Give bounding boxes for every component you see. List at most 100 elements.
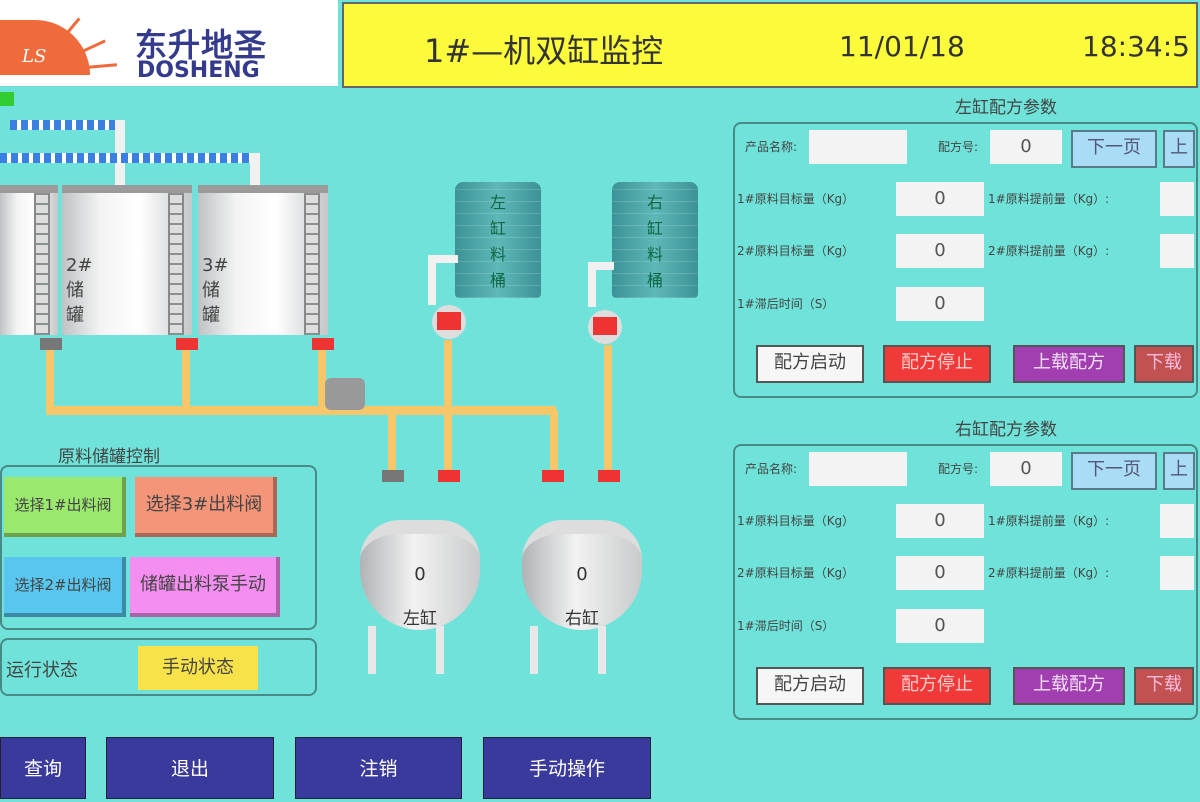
advance2-label: 2#原料提前量（Kg）:	[988, 566, 1110, 580]
reactor-valve[interactable]	[542, 470, 564, 482]
nav-exit-button[interactable]: 退出	[106, 737, 274, 799]
select-valve-1-button[interactable]: 选择1#出料阀	[4, 477, 126, 537]
date-display: 11/01/18	[839, 30, 965, 63]
outlet-valve-2[interactable]	[176, 338, 198, 350]
run-status-label: 运行状态	[6, 660, 78, 681]
next-page-button[interactable]: 下一页	[1071, 130, 1157, 168]
advance2-label: 2#原料提前量（Kg）:	[988, 244, 1110, 258]
recipe-panel-title: 右缸配方参数	[955, 420, 1057, 440]
nav-query-button[interactable]: 查询	[0, 737, 86, 799]
target2-input[interactable]: 0	[896, 234, 984, 268]
reactor-leg	[368, 626, 376, 674]
brand-chinese: 东升地圣	[135, 26, 268, 64]
advance1-input[interactable]	[1160, 182, 1194, 216]
reactor-valve[interactable]	[598, 470, 620, 482]
product-name-input[interactable]	[809, 130, 907, 164]
target2-label: 2#原料目标量（Kg）	[737, 244, 855, 258]
advance2-input[interactable]	[1160, 556, 1194, 590]
delay-label: 1#滞后时间（S）	[737, 619, 835, 633]
recipe-no-input[interactable]: 0	[990, 452, 1062, 486]
nav-logout-button[interactable]: 注销	[295, 737, 462, 799]
pipe	[428, 255, 436, 305]
inlet-valve-icon	[0, 92, 14, 106]
water-pipe	[10, 120, 115, 130]
feed-pipe	[46, 350, 54, 412]
run-status-value: 手动状态	[138, 646, 258, 690]
recipe-panel-title: 左缸配方参数	[955, 98, 1057, 118]
reactor-valve[interactable]	[438, 470, 460, 482]
target2-label: 2#原料目标量（Kg）	[737, 566, 855, 580]
left-silo: 左缸料桶	[455, 182, 541, 298]
outlet-valve-3[interactable]	[312, 338, 334, 350]
recipe-start-button[interactable]: 配方启动	[756, 667, 864, 705]
feed-pipe	[388, 410, 396, 475]
nav-manual-operation-button[interactable]: 手动操作	[483, 737, 651, 799]
advance2-input[interactable]	[1160, 234, 1194, 268]
reactor-leg	[530, 626, 538, 674]
silo-label: 右缸料桶	[646, 193, 663, 290]
ray-icon	[84, 63, 118, 69]
feed-pipe	[182, 350, 190, 412]
reactor-leg	[598, 626, 606, 674]
pipe	[588, 262, 596, 307]
target2-input[interactable]: 0	[896, 556, 984, 590]
recipe-no-label: 配方号:	[938, 462, 979, 476]
delay-input[interactable]: 0	[896, 609, 984, 643]
run-status-panel	[0, 638, 317, 696]
pipe	[428, 255, 458, 263]
feed-pipe	[604, 345, 612, 475]
storage-pump-manual-button[interactable]: 储罐出料泵手动	[130, 557, 280, 617]
storage-tank-1	[0, 185, 58, 335]
tank-label: 2#储罐	[66, 255, 93, 326]
storage-tank-3: 3#储罐	[198, 185, 328, 335]
reactor-name: 左缸	[403, 609, 437, 629]
recipe-stop-button[interactable]: 配方停止	[883, 345, 991, 383]
feed-pipe	[46, 406, 556, 415]
target1-input[interactable]: 0	[896, 504, 984, 538]
advance1-input[interactable]	[1160, 504, 1194, 538]
right-silo-pump-icon[interactable]	[588, 310, 622, 344]
next-page-button[interactable]: 下一页	[1071, 452, 1157, 490]
product-name-input[interactable]	[809, 452, 907, 486]
upload-recipe-button[interactable]: 上载配方	[1013, 345, 1125, 383]
select-valve-3-button[interactable]: 选择3#出料阀	[135, 477, 277, 537]
recipe-no-input[interactable]: 0	[990, 130, 1062, 164]
storage-control-panel	[0, 465, 317, 630]
product-name-label: 产品名称:	[745, 140, 798, 154]
target1-input[interactable]: 0	[896, 182, 984, 216]
page-title: 1#—机双缸监控	[424, 32, 664, 70]
recipe-stop-button[interactable]: 配方停止	[883, 667, 991, 705]
reactor-leg	[436, 626, 444, 674]
title-bar: 1#—机双缸监控 11/01/18 18:34:5	[342, 2, 1198, 88]
delay-input[interactable]: 0	[896, 287, 984, 321]
reactor-name: 右缸	[565, 609, 599, 629]
recipe-no-label: 配方号:	[938, 140, 979, 154]
pipe	[115, 120, 125, 185]
tank-label: 3#储罐	[202, 255, 229, 326]
reactor-valve[interactable]	[382, 470, 404, 482]
right-silo: 右缸料桶	[612, 182, 698, 298]
time-display: 18:34:5	[1082, 30, 1190, 63]
download-recipe-button[interactable]: 下载	[1134, 667, 1194, 705]
ladder	[304, 193, 320, 335]
upload-recipe-button[interactable]: 上载配方	[1013, 667, 1125, 705]
feed-pipe	[444, 340, 452, 475]
advance1-label: 1#原料提前量（Kg）:	[988, 192, 1110, 206]
ladder	[168, 193, 184, 335]
feed-pipe	[318, 350, 326, 412]
left-silo-pump-icon[interactable]	[432, 305, 466, 339]
outlet-valve-1[interactable]	[40, 338, 62, 350]
select-valve-2-button[interactable]: 选择2#出料阀	[4, 557, 126, 617]
download-recipe-button[interactable]: 下载	[1134, 345, 1194, 383]
prev-page-button[interactable]: 上	[1163, 452, 1195, 490]
transfer-pump-icon[interactable]	[325, 378, 365, 410]
recipe-start-button[interactable]: 配方启动	[756, 345, 864, 383]
company-logo: LS 东升地圣 DOSHENG	[0, 0, 338, 86]
target1-label: 1#原料目标量（Kg）	[737, 514, 855, 528]
reactor-value: 0	[414, 564, 426, 585]
water-pipe	[0, 153, 250, 163]
prev-page-button[interactable]: 上	[1163, 130, 1195, 168]
advance1-label: 1#原料提前量（Kg）:	[988, 514, 1110, 528]
recipe-panel-frame	[733, 444, 1198, 720]
